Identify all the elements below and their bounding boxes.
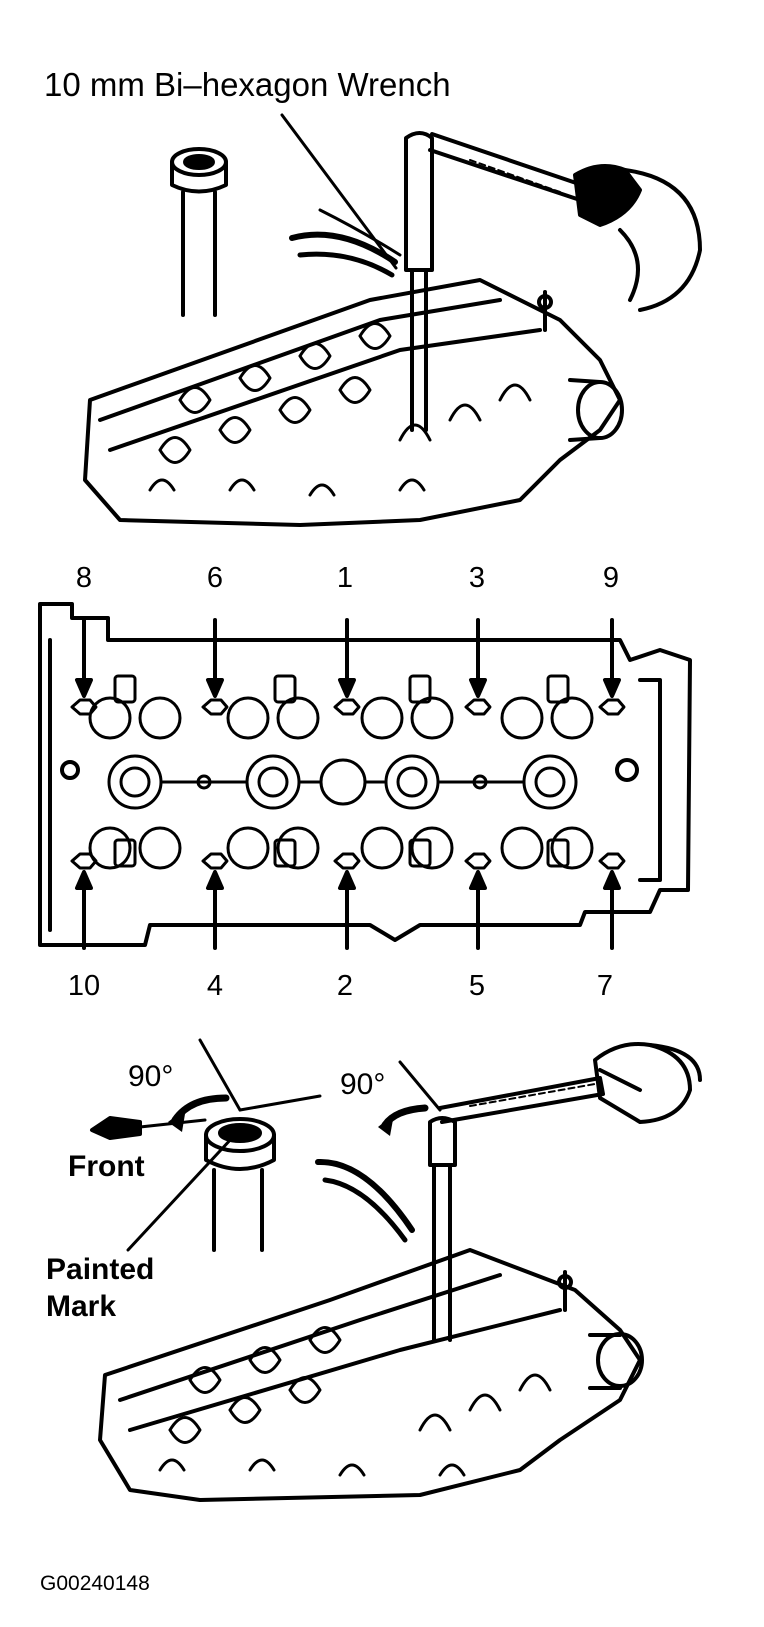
bolt-number-bottom-5: 7 bbox=[596, 970, 614, 1002]
bolt-number-bottom-4: 5 bbox=[468, 970, 486, 1002]
angle-label-left: 90° bbox=[128, 1060, 174, 1093]
bolt-number-top-4: 3 bbox=[468, 562, 486, 594]
head-bolts-bottom bbox=[70, 852, 626, 870]
bolt-number-top-1: 8 bbox=[75, 562, 93, 594]
bolt-number-bottom-3: 2 bbox=[336, 970, 354, 1002]
bottom-bolt-illustration bbox=[90, 1038, 322, 1252]
bottom-wrench bbox=[315, 1042, 702, 1342]
wrench-label: 10 mm Bi–hexagon Wrench bbox=[44, 66, 451, 103]
bottom-cylinder-head bbox=[98, 1248, 644, 1502]
head-plan-view bbox=[38, 602, 692, 950]
top-cylinder-head bbox=[83, 278, 624, 527]
bolt-number-top-5: 9 bbox=[602, 562, 620, 594]
front-label: Front bbox=[68, 1150, 145, 1183]
bolt-number-bottom-1: 10 bbox=[67, 970, 101, 1002]
bolt-number-top-3: 1 bbox=[336, 562, 354, 594]
angle-label-right: 90° bbox=[340, 1068, 386, 1101]
top-wrench bbox=[280, 113, 702, 432]
head-bolts-top bbox=[70, 698, 626, 716]
bolt-number-top-2: 6 bbox=[206, 562, 224, 594]
figure-id: G00240148 bbox=[40, 1572, 150, 1595]
top-bolt-illustration bbox=[170, 147, 228, 317]
bolt-arrows-bottom bbox=[75, 870, 621, 950]
bolt-arrows-top bbox=[75, 618, 621, 698]
bolt-number-bottom-2: 4 bbox=[206, 970, 224, 1002]
painted-mark-label-line1: Painted bbox=[46, 1253, 155, 1286]
painted-mark-label-line2: Mark bbox=[46, 1290, 117, 1323]
